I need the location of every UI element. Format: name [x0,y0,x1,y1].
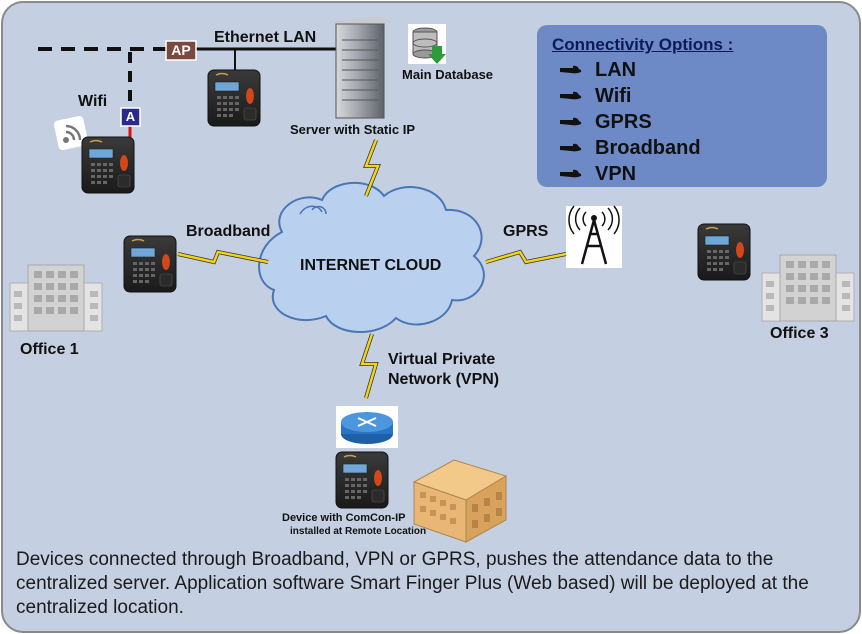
main-database-label: Main Database [402,67,494,82]
connectivity-option-item: GPRS [559,109,701,135]
database-icon [408,24,446,64]
server-label: Server with Static IP [290,122,415,137]
wifi-signal-icon [53,115,89,151]
pointing-hand-icon [560,91,582,100]
connectivity-option-label: VPN [595,162,637,185]
broadband-label: Broadband [186,223,271,240]
pointing-hand-icon [560,169,582,178]
remote-attendance-device [335,451,389,509]
vpn-router-icon [336,406,398,448]
pointing-hand-icon [560,117,582,126]
gprs-tower-icon [566,205,622,268]
internet-cloud-shape [258,182,485,333]
office3-label: Office 3 [770,325,829,342]
connectivity-options-list: LAN Wifi GPRS Broadband VPN [559,57,701,187]
wifi-label: Wifi [78,93,108,110]
remote-location-building [412,459,508,543]
connectivity-option-item: Wifi [559,83,701,109]
diagram-caption: Devices connected through Broadband, VPN… [16,549,809,618]
connectivity-option-label: LAN [595,58,637,81]
gprs-label: GPRS [503,223,549,240]
pointing-hand-icon [560,143,582,152]
adapter-label: A [125,109,136,124]
wifi-attendance-device [81,136,135,194]
office3-building [761,254,855,322]
lightning-gprs-to-cloud [485,249,567,265]
access-point-box [165,40,197,61]
office1-label: Office 1 [20,341,79,358]
pointing-hand-icon [560,65,582,74]
remote-device-label-line2: installed at Remote Location [290,526,427,537]
ethernet-lan-label: Ethernet LAN [214,29,317,46]
lightning-cloud-to-vpn [359,333,379,399]
ap-label: AP [171,42,191,58]
connectivity-option-item: Broadband [559,135,701,161]
office1-building [9,264,103,332]
lightning-broadband-to-cloud [177,249,269,265]
connectivity-option-label: GPRS [595,110,652,133]
wifi-adapter-box [120,107,141,127]
connectivity-option-item: VPN [559,161,701,187]
lightning-server-to-cloud [363,139,381,197]
lan-attendance-device [207,69,261,127]
vpn-label-line1: Virtual Private [388,351,496,368]
server-icon [330,16,394,119]
internet-cloud-label: INTERNET CLOUD [300,257,442,274]
connectivity-option-label: Broadband [595,136,701,159]
connectivity-options-title: Connectivity Options : [552,35,734,54]
connectivity-option-label: Wifi [595,84,632,107]
broadband-attendance-device [123,235,177,293]
vpn-label-line2: Network (VPN) [388,371,500,388]
office3-attendance-device [697,223,751,281]
connectivity-options-box: Connectivity Options : LAN Wifi GPRS Bro… [537,25,827,187]
remote-device-label-line1: Device with ComCon-IP [282,512,406,524]
connectivity-option-item: LAN [559,57,701,83]
